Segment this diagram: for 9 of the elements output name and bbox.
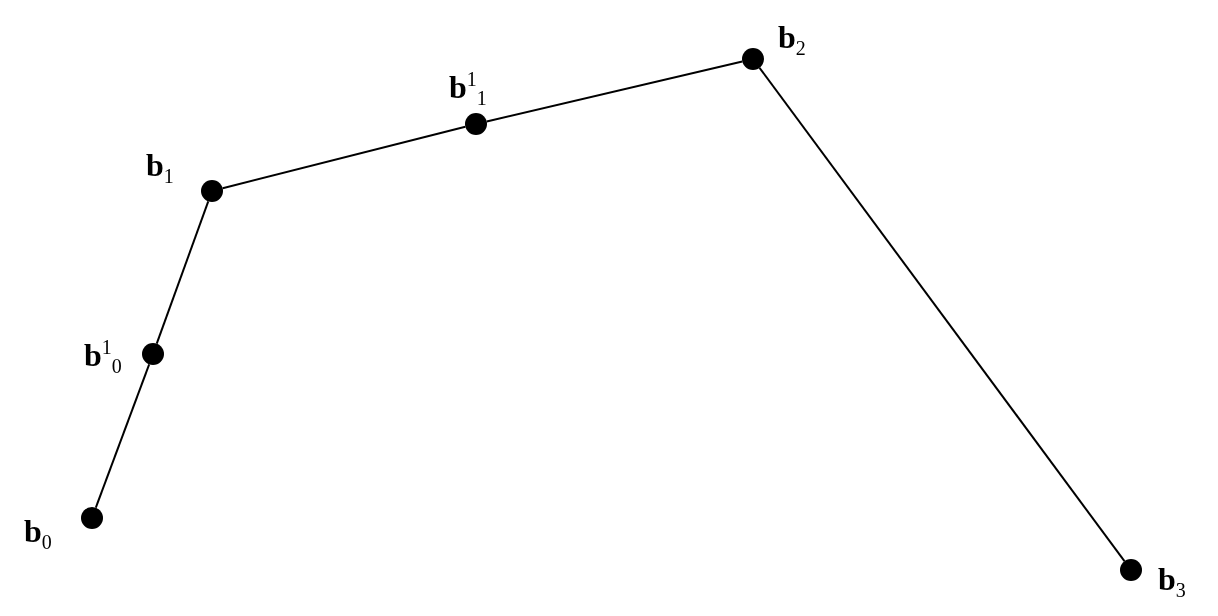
polygon-segment xyxy=(758,66,1126,563)
polygon-segment xyxy=(94,363,151,509)
polygon-segment xyxy=(485,60,744,123)
point-label: b$_{2}$ xyxy=(778,20,806,62)
point-label: b$_{3}$ xyxy=(1158,562,1186,604)
polygon-segment xyxy=(155,200,210,345)
point-label: b$_{0}$ xyxy=(24,514,52,556)
polygon-segment xyxy=(221,125,467,190)
point-label: b$_{1}$ xyxy=(146,148,174,190)
